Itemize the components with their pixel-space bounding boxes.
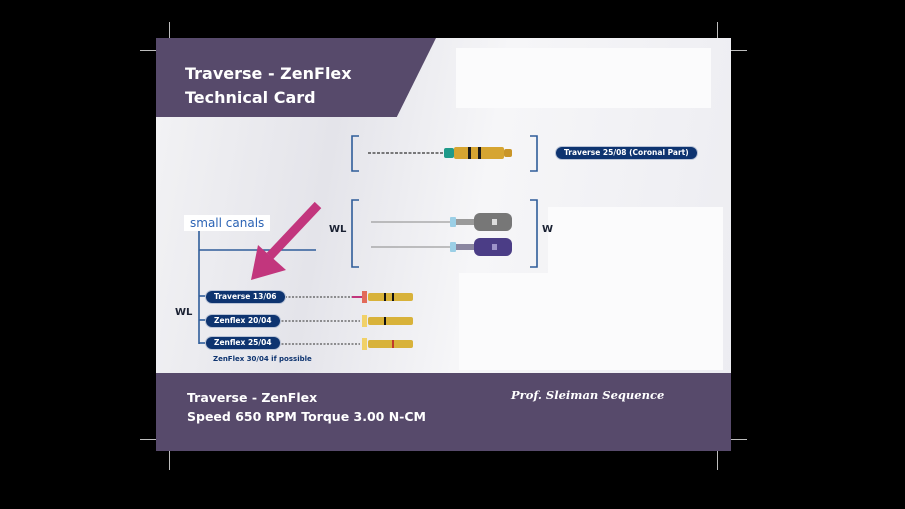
purple-file bbox=[371, 238, 512, 256]
small-canals-label: small canals bbox=[184, 215, 271, 231]
wl-label-mid-right: W bbox=[542, 224, 554, 235]
crop-mark bbox=[717, 22, 718, 46]
blank-panel-top bbox=[456, 48, 711, 108]
header-band bbox=[156, 38, 436, 117]
file-diagram bbox=[198, 135, 538, 350]
footer-line2: Speed 650 RPM Torque 3.00 N-CM bbox=[187, 409, 426, 424]
footer-specs: Traverse - ZenFlex Speed 650 RPM Torque … bbox=[187, 388, 426, 426]
blank-panel-bottom bbox=[459, 273, 723, 370]
crop-mark bbox=[723, 50, 747, 51]
crop-mark bbox=[717, 446, 718, 470]
crop-mark bbox=[169, 22, 170, 46]
label-traverse-13-06: Traverse 13/06 bbox=[206, 291, 285, 303]
card-title-line1: Traverse - ZenFlex bbox=[185, 64, 352, 83]
pink-arrow bbox=[251, 201, 322, 280]
zenflex-30-04-note: ZenFlex 30/04 if possible bbox=[213, 355, 312, 363]
footer-author: Prof. Sleiman Sequence bbox=[511, 388, 665, 402]
crop-mark bbox=[140, 50, 164, 51]
crop-mark bbox=[169, 446, 170, 470]
card-title-line2: Technical Card bbox=[185, 88, 316, 107]
traverse-13-06-file bbox=[278, 291, 413, 303]
card-title: Traverse - ZenFlex Technical Card bbox=[185, 62, 352, 110]
label-zenflex-25-04: Zenflex 25/04 bbox=[206, 337, 280, 349]
wl-label-bottom: WL bbox=[175, 307, 193, 318]
footer-line1: Traverse - ZenFlex bbox=[187, 390, 318, 405]
crop-mark bbox=[140, 439, 164, 440]
crop-mark bbox=[723, 439, 747, 440]
bracket-mid bbox=[351, 199, 538, 268]
wl-label-mid: WL bbox=[329, 224, 347, 235]
technical-card: Traverse - ZenFlex Technical Card bbox=[156, 38, 731, 451]
label-traverse-25-08: Traverse 25/08 (Coronal Part) bbox=[556, 147, 697, 159]
gray-file bbox=[371, 213, 512, 231]
footer-band: Traverse - ZenFlex Speed 650 RPM Torque … bbox=[156, 373, 731, 451]
blank-panel-mid bbox=[548, 207, 723, 273]
zenflex-25-04-file bbox=[278, 338, 413, 350]
zenflex-20-04-file bbox=[278, 315, 413, 327]
label-zenflex-20-04: Zenflex 20/04 bbox=[206, 315, 280, 327]
bracket-top bbox=[351, 135, 538, 172]
traverse-25-08-file bbox=[368, 147, 512, 159]
